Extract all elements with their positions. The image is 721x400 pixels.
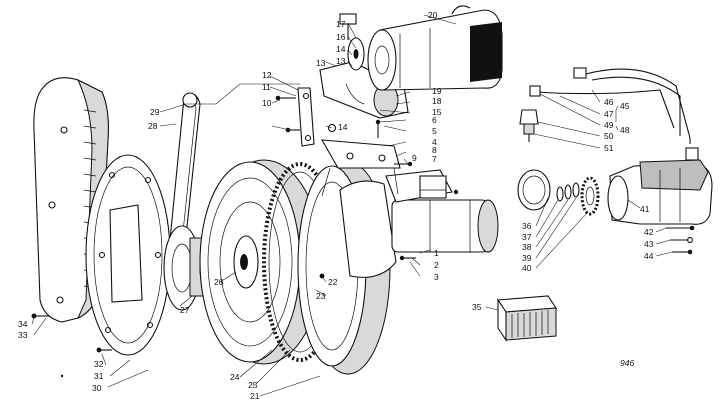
callout-48: 48 [620,125,630,135]
callout-47: 47 [604,109,614,119]
callout-16: 16 [336,32,346,42]
screw-part-32 [96,347,112,353]
callout-51: 51 [604,143,614,153]
stray-dot [60,374,64,378]
drawing-number: 946 [620,358,634,368]
callout-41: 41 [640,204,650,214]
callout-11: 11 [262,82,271,92]
callout-38: 38 [522,242,532,252]
callout-14: 14 [336,44,346,54]
callout-12: 12 [262,70,272,80]
distributor-body-part [607,147,713,225]
callout-49: 49 [604,120,614,130]
callout-46: 46 [604,97,614,107]
callout-19: 19 [432,86,442,96]
callout-24: 24 [230,372,240,382]
callout-3: 3 [434,272,439,282]
washer-parts [556,182,580,202]
callout-32: 32 [94,359,104,369]
callout-45: 45 [620,101,630,111]
callout-labels: 1 2 3 4 5 6 7 8 9 10 11 12 13 14 15 16 1… [18,10,654,400]
callout-4: 4 [432,137,437,147]
callout-15: 15 [432,107,442,117]
callout-9: 9 [412,153,417,163]
callout-17: 17 [336,19,346,29]
regulator-box-part [497,295,557,342]
callout-25: 25 [248,380,258,390]
callout-26: 26 [214,277,224,287]
callout-13-repeat: 13 [316,58,326,68]
callout-8: 8 [432,145,437,155]
callout-37: 37 [522,232,532,242]
callout-18: 18 [432,96,442,106]
callout-31: 31 [94,371,104,381]
callout-7: 7 [432,154,437,164]
callout-36: 36 [522,221,532,231]
stud-parts-42-44 [666,225,695,255]
callout-6: 6 [432,115,437,125]
flywheel-part [199,159,323,365]
callout-29: 29 [150,107,160,117]
callout-1: 1 [434,248,439,258]
oil-pressure-sender-part [519,109,539,142]
pulley-part-16 [347,37,365,71]
callout-35: 35 [472,302,482,312]
callout-40: 40 [522,263,532,273]
mounting-bracket-part [321,119,413,197]
callout-42: 42 [644,227,654,237]
backing-plate-part [85,154,171,356]
starter-motor-part [385,169,499,253]
v-belt-part [169,92,201,246]
bolt-part-34 [31,313,50,319]
link-bracket-part [275,87,337,147]
callout-14-repeat: 14 [338,122,348,132]
housing-part [297,161,397,375]
screw-part-3 [399,255,416,261]
leader-lines [31,14,673,397]
callout-30: 30 [92,383,102,393]
callout-22: 22 [328,277,338,287]
callout-10: 10 [262,98,272,108]
callout-28: 28 [148,121,158,131]
callout-23: 23 [316,291,326,301]
callout-27: 27 [180,305,190,315]
callout-43: 43 [644,239,654,249]
drive-gear-part [580,176,600,216]
callout-39: 39 [522,253,532,263]
callout-2: 2 [434,260,439,270]
callout-50: 50 [604,131,614,141]
distributor-cap-part [517,169,551,211]
callout-20: 20 [428,10,438,20]
dynamo-part [367,5,503,91]
callout-34: 34 [18,319,28,329]
callout-21: 21 [250,391,260,400]
callout-13: 13 [336,56,346,66]
callout-44: 44 [644,251,654,261]
callout-5: 5 [432,126,437,136]
callout-33: 33 [18,330,28,340]
cable-part [529,67,691,144]
